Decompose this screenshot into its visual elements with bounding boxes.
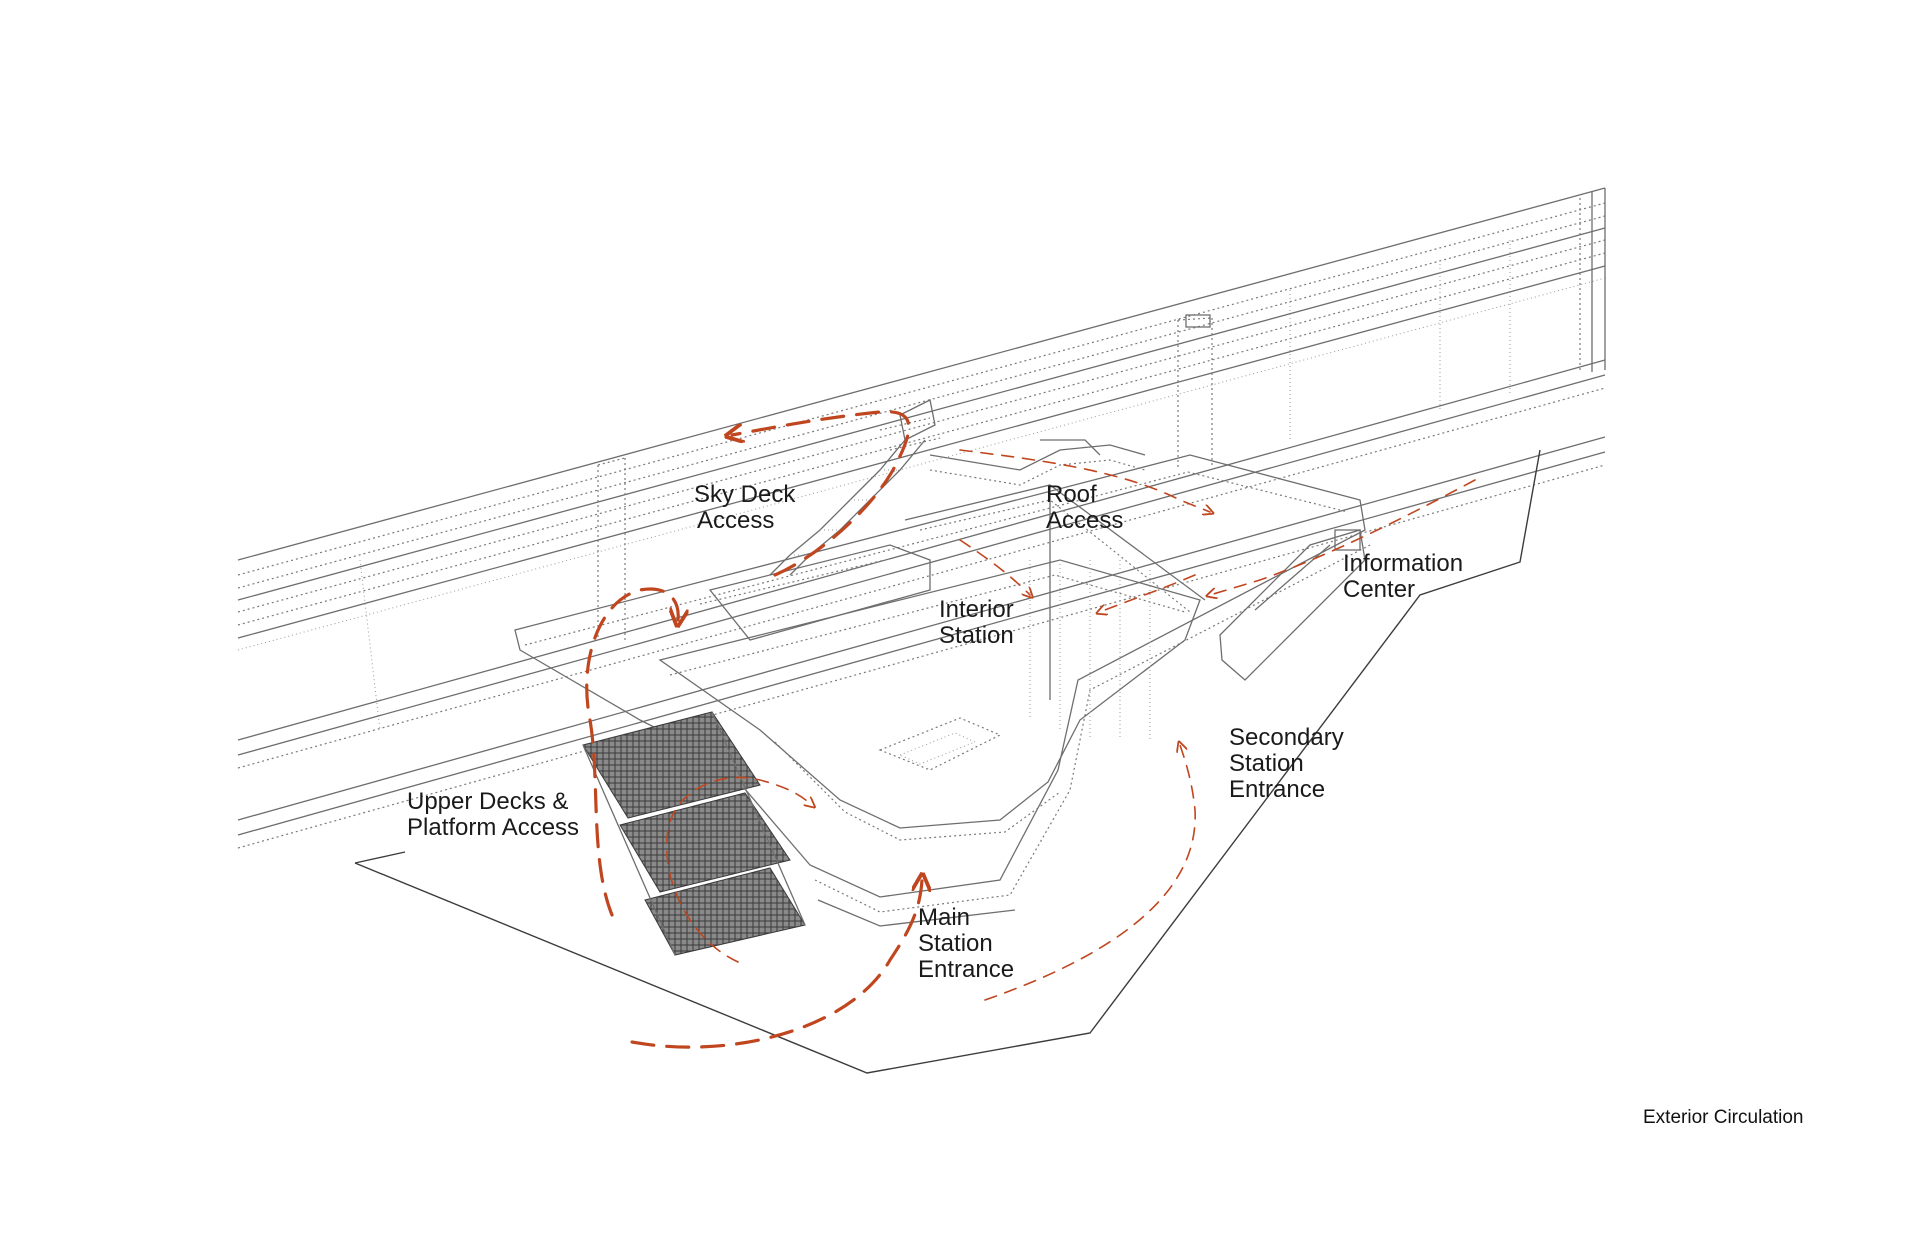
label-interior: Interior Station [939, 596, 1014, 649]
circulation-paths [585, 410, 1476, 1049]
label-secondary-line1: Secondary [1229, 724, 1344, 751]
main-entrance-path [630, 880, 922, 1049]
label-secondary-line2: Station [1229, 750, 1304, 777]
label-sky-deck: Sky Deck Access [694, 481, 796, 534]
label-main-line2: Station [918, 930, 993, 957]
label-sky-deck-line1: Sky Deck [694, 481, 796, 508]
label-interior-line2: Station [939, 622, 1014, 649]
label-roof: Roof Access [1046, 481, 1123, 534]
label-roof-line2: Access [1046, 507, 1123, 534]
label-sky-deck-line2: Access [697, 507, 774, 534]
label-main: Main Station Entrance [918, 904, 1014, 983]
label-information-line1: Information [1343, 550, 1463, 577]
info-inner-path [1100, 574, 1196, 612]
site-ground-outline-back [354, 851, 406, 864]
lower-track-structure [237, 359, 1606, 849]
label-upper-decks-line2: Platform Access [407, 814, 579, 841]
label-secondary: Secondary Station Entrance [1229, 724, 1344, 803]
site-ground-outline [354, 449, 1541, 1074]
label-main-line3: Entrance [918, 956, 1014, 983]
label-upper-decks-line1: Upper Decks & [407, 788, 568, 815]
support-columns [359, 198, 1581, 731]
sky-deck-path [732, 410, 911, 577]
diagram-caption: Exterior Circulation [1643, 1107, 1804, 1128]
label-upper-decks: Upper Decks & Platform Access [407, 788, 579, 841]
label-information-line2: Center [1343, 576, 1415, 603]
information-path [1210, 479, 1476, 595]
station-building [514, 454, 1371, 927]
upper-decks-stair [582, 711, 806, 956]
label-interior-line1: Interior [939, 596, 1014, 623]
secondary-entrance-path [984, 745, 1196, 1001]
label-main-line1: Main [918, 904, 970, 931]
label-information: Information Center [1343, 550, 1463, 603]
roof-to-interior-path [959, 539, 1030, 595]
elevated-rail-structure [237, 187, 1606, 651]
roof-access-path [959, 449, 1210, 512]
label-roof-line1: Roof [1046, 481, 1097, 508]
lower-stair-path [666, 776, 812, 963]
upper-decks-loop [585, 587, 678, 917]
label-secondary-line3: Entrance [1229, 776, 1325, 803]
